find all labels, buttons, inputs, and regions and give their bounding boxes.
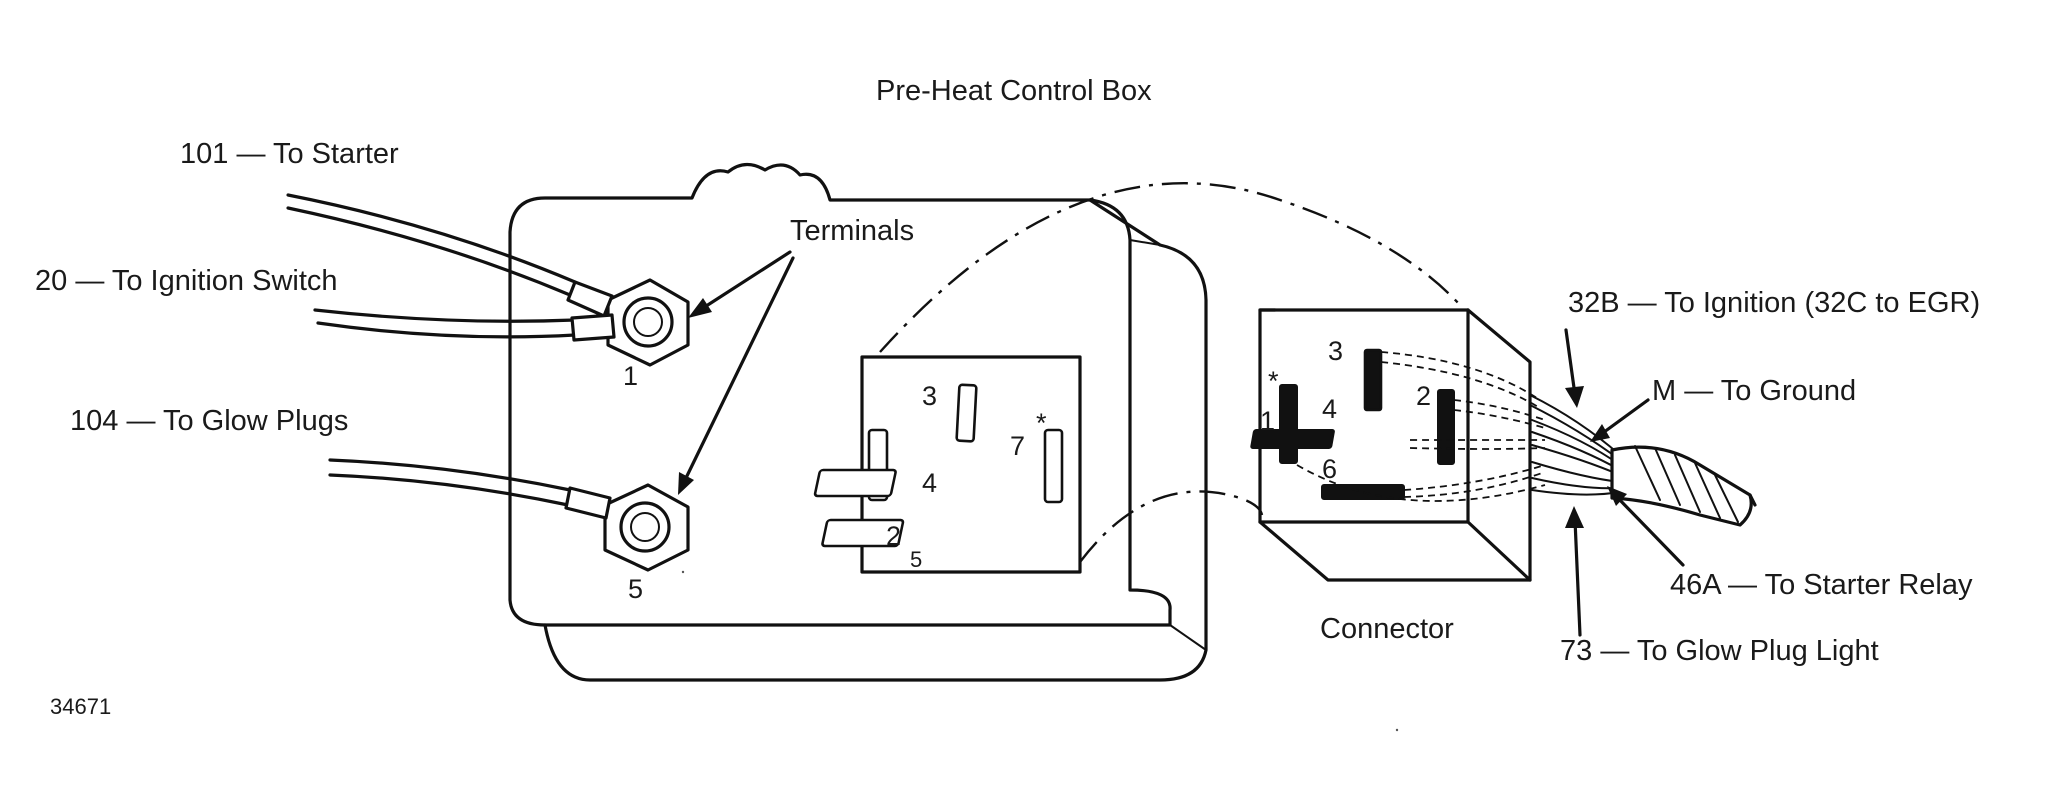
connector-pin-label-3: 3 (1328, 336, 1343, 366)
connector-pin-label-4: 4 (1322, 394, 1337, 424)
wire-104-glow-plugs (328, 458, 612, 520)
wire-20-ignition-switch (313, 308, 616, 342)
terminal-5: 5 (603, 483, 690, 604)
box-socket-panel: 3 4 7 2 5 * (813, 355, 1082, 574)
wire-101-starter (286, 193, 614, 318)
terminal-1-label: 1 (623, 361, 638, 391)
box-pin-label-4: 4 (922, 468, 937, 498)
box-pin-star: * (1036, 408, 1047, 438)
connector-pin-3 (1364, 349, 1382, 411)
arrow-glow-plug-light (1565, 506, 1584, 637)
box-pin-label-2: 2 (886, 521, 901, 551)
connector-pin-1 (1279, 384, 1298, 464)
arrow-ground (1590, 398, 1650, 442)
arrow-starter-relay (1607, 486, 1685, 567)
connector-pin-label-1: 1 (1260, 406, 1275, 436)
wire-label-glow-plugs: 104 — To Glow Plugs (70, 405, 348, 437)
speck (681, 570, 685, 574)
wire-label-starter-relay: 46A — To Starter Relay (1670, 569, 1973, 601)
speck (1395, 728, 1399, 732)
terminal-arrows (678, 250, 795, 495)
terminal-5-label: 5 (628, 574, 643, 604)
wire-label-starter: 101 — To Starter (180, 138, 399, 170)
harness-wires (1529, 394, 1621, 496)
connector-pin-label-6: 6 (1322, 454, 1337, 484)
terminals-label: Terminals (790, 215, 914, 247)
box-pin-3 (955, 383, 978, 443)
socket-connector-link (879, 182, 1461, 563)
diagram-title: Pre-Heat Control Box (876, 75, 1152, 107)
connector-pin-6 (1321, 484, 1405, 500)
connector-internal-wires (1296, 351, 1546, 502)
connector-pin-2 (1437, 389, 1455, 465)
connector-label: Connector (1320, 613, 1454, 645)
control-box-body (508, 162, 1208, 682)
wire-label-ignition: 32B — To Ignition (32C to EGR) (1568, 287, 1980, 319)
arrow-ignition (1564, 328, 1584, 408)
connector-pin-label-2: 2 (1416, 381, 1431, 411)
wire-label-ground: M — To Ground (1652, 375, 1856, 407)
box-pin-4 (813, 468, 897, 498)
connector-pin-star: * (1268, 366, 1279, 396)
terminal-1: 1 (606, 278, 690, 391)
box-pin-label-3: 3 (922, 381, 937, 411)
wire-label-glow-plug-light: 73 — To Glow Plug Light (1560, 635, 1879, 667)
connector-block: 3 1 4 2 6 * (1250, 308, 1532, 582)
wire-label-ignition-switch: 20 — To Ignition Switch (35, 265, 338, 297)
box-pin-label-7: 7 (1010, 431, 1025, 461)
connector-pin-4 (1250, 429, 1335, 449)
box-pin-2 (821, 518, 905, 548)
box-pin-7 (1043, 428, 1064, 504)
figure-number: 34671 (50, 694, 111, 719)
box-pin-label-5: 5 (910, 547, 922, 572)
wiring-harness (1610, 445, 1757, 527)
